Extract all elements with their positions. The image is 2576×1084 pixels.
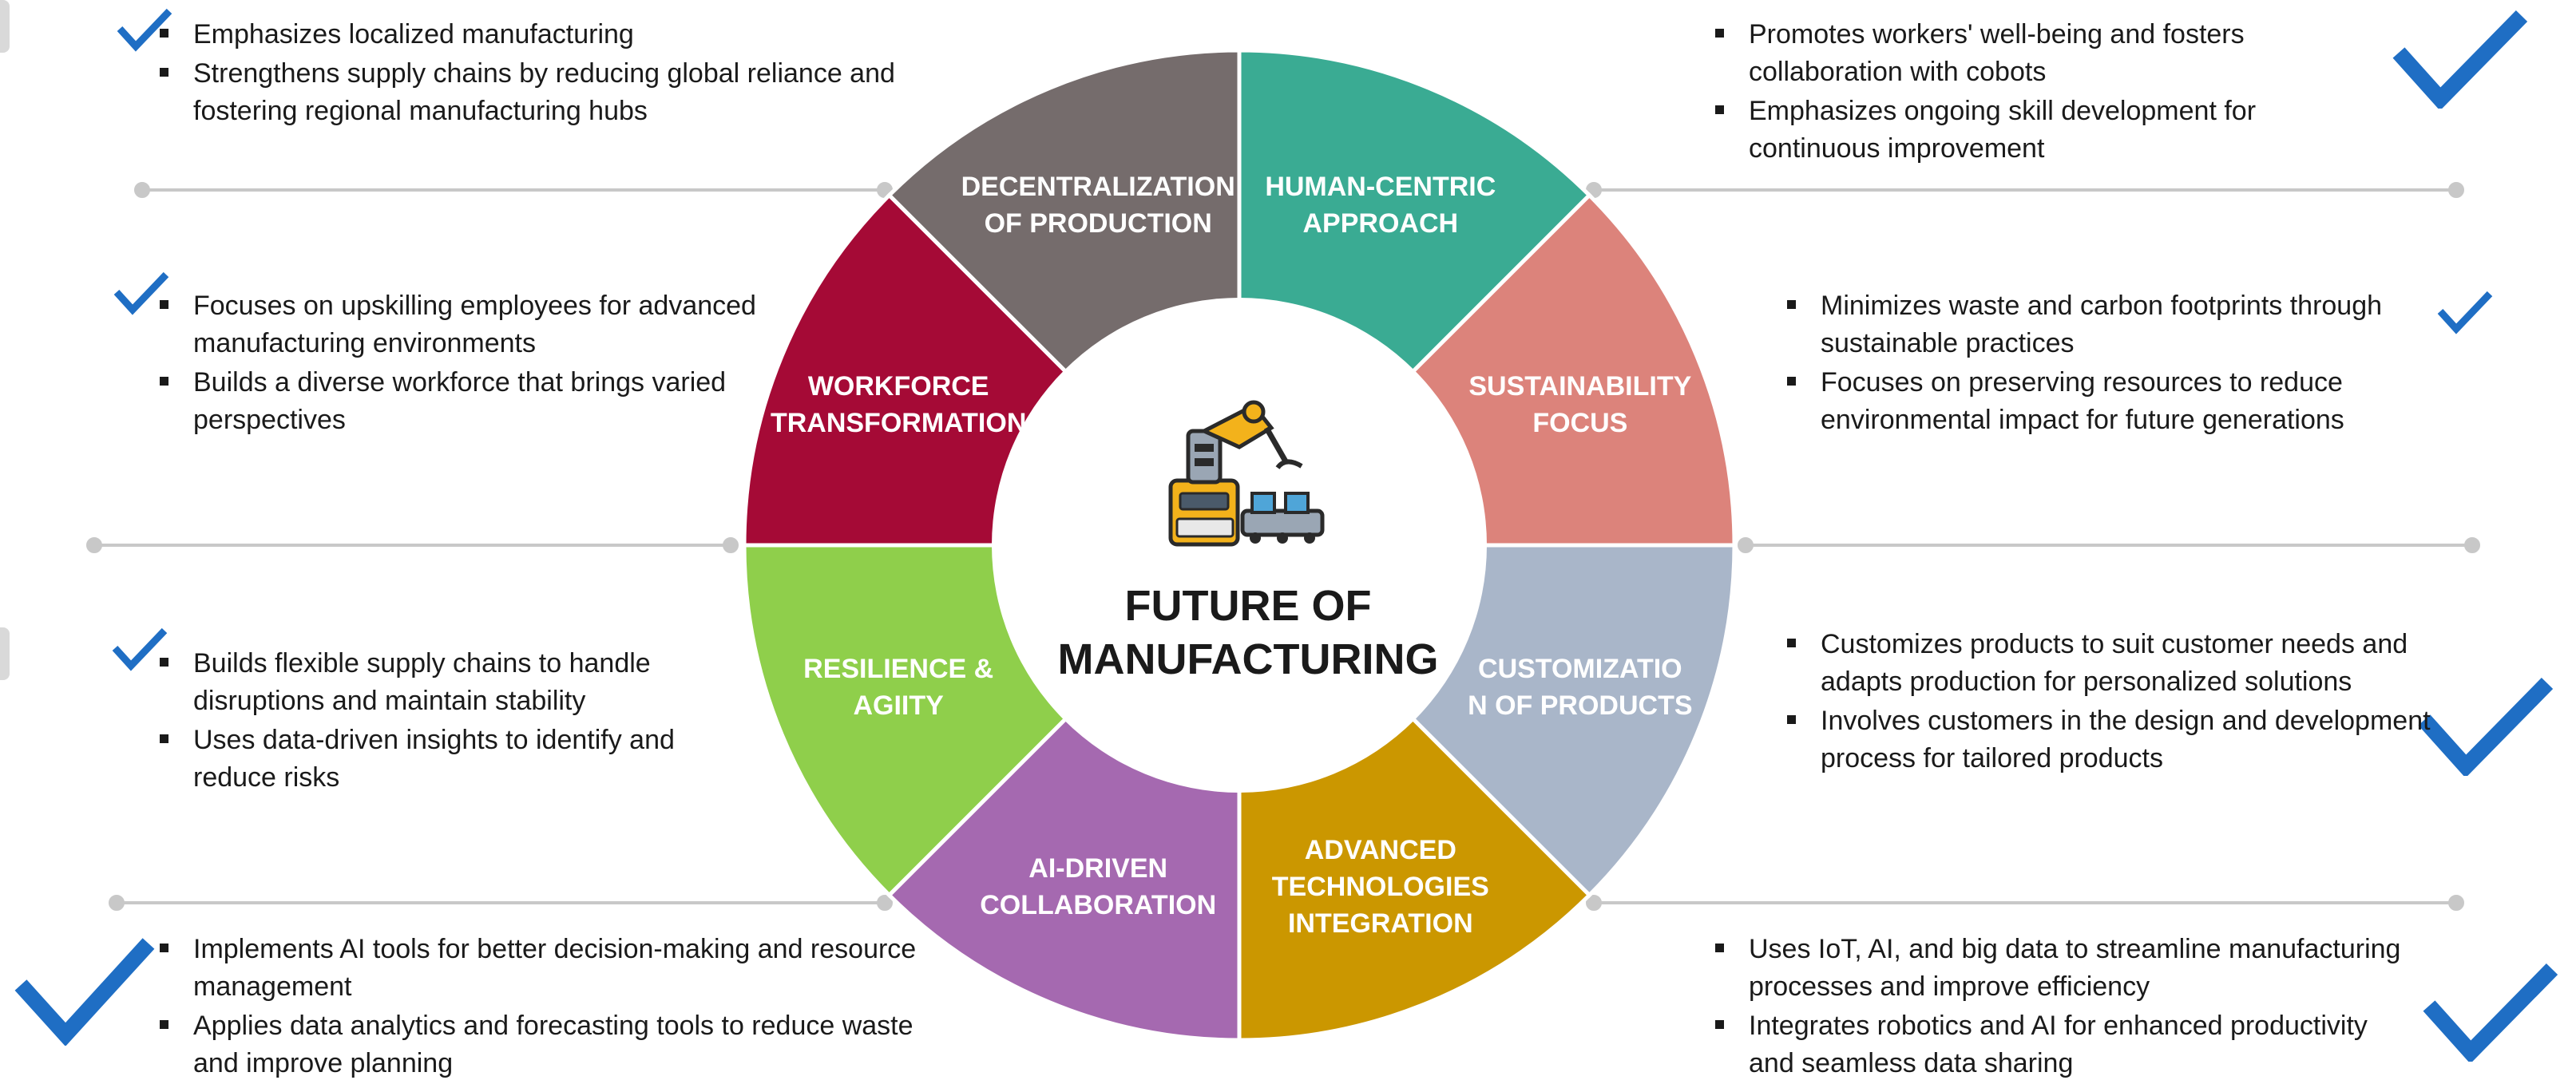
connector-dot <box>1586 182 1602 198</box>
connector-dot <box>134 182 150 198</box>
segment-label-advanced-tech: ADVANCED <box>1305 835 1456 865</box>
ai-collaboration-block: Implements AI tools for better decision-… <box>157 931 955 1084</box>
check-icon <box>112 627 168 672</box>
decentralization-block: Emphasizes localized manufacturing Stren… <box>157 16 955 132</box>
human-centric-block: Promotes workers' well-being and fosters… <box>1712 16 2367 169</box>
bullet-item: Customizes products to suit customer nee… <box>1784 626 2463 701</box>
segment-label-resilience: AGIITY <box>853 690 944 721</box>
segment-label-ai-collab: AI-DRIVEN <box>1028 853 1167 884</box>
center-title-line2: MANUFACTURING <box>1058 635 1439 683</box>
segment-label-decentralization: OF PRODUCTION <box>985 208 1212 239</box>
left-edge-tab-top <box>0 0 10 53</box>
segment-label-decentralization: DECENTRALIZATION <box>961 172 1235 202</box>
bullet-item: Strengthens supply chains by reducing gl… <box>157 55 955 130</box>
bullet-item: Focuses on preserving resources to reduc… <box>1784 364 2455 439</box>
connector-dot <box>1738 537 1754 553</box>
connector-dot <box>109 895 125 911</box>
connector-dot <box>86 537 102 553</box>
segment-label-sustainability: SUSTAINABILITY <box>1468 371 1691 402</box>
connector-dot <box>2464 537 2480 553</box>
segment-label-sustainability: FOCUS <box>1532 408 1627 438</box>
segment-labels-layer: DECENTRALIZATION OF PRODUCTION HUMAN-CENTR… <box>771 172 1693 939</box>
connector-dot <box>1586 895 1602 911</box>
segment-label-workforce: TRANSFORMATION <box>771 408 1026 438</box>
check-icon <box>14 937 155 1046</box>
bullet-item: Builds a diverse workforce that brings v… <box>157 364 763 439</box>
segment-label-ai-collab: COLLABORATION <box>980 890 1216 920</box>
connector-dot <box>877 895 893 911</box>
segment-label-customization: CUSTOMIZATIO <box>1478 654 1682 684</box>
segment-label-customization: N OF PRODUCTS <box>1468 690 1692 721</box>
segment-label-advanced-tech: TECHNOLOGIES <box>1272 872 1489 902</box>
resilience-block: Builds flexible supply chains to handle … <box>157 645 763 798</box>
check-icon <box>117 8 172 53</box>
bullet-item: Uses data-driven insights to identify an… <box>157 722 763 797</box>
bullet-item: Promotes workers' well-being and fosters… <box>1712 16 2367 91</box>
check-icon <box>113 271 169 316</box>
segment-label-workforce: WORKFORCE <box>808 371 989 402</box>
check-icon <box>2392 10 2528 109</box>
center-title-line1: FUTURE OF <box>1125 582 1372 630</box>
wheel-center-disc <box>992 298 1487 793</box>
check-icon <box>2418 677 2554 776</box>
bullet-item: Emphasizes ongoing skill development for… <box>1712 93 2367 168</box>
sustainability-block: Minimizes waste and carbon footprints th… <box>1784 287 2455 441</box>
segment-label-advanced-tech: INTEGRATION <box>1288 908 1473 939</box>
bullet-item: Focuses on upskilling employees for adva… <box>157 287 763 362</box>
connector-dot <box>877 182 893 198</box>
connector-dot <box>2448 182 2464 198</box>
left-edge-tab-middle <box>0 627 10 680</box>
workforce-block: Focuses on upskilling employees for adva… <box>157 287 763 441</box>
connector-lines <box>86 182 2480 911</box>
bullet-item: Emphasizes localized manufacturing <box>157 16 955 53</box>
customization-block: Customizes products to suit customer nee… <box>1784 626 2463 779</box>
advanced-tech-block: Uses IoT, AI, and big data to streamline… <box>1712 931 2415 1084</box>
bullet-item: Applies data analytics and forecasting t… <box>157 1007 955 1082</box>
segment-label-human-centric: HUMAN-CENTRIC <box>1265 172 1496 202</box>
bullet-item: Uses IoT, AI, and big data to streamline… <box>1712 931 2415 1006</box>
connector-dot <box>723 537 739 553</box>
check-icon <box>2423 963 2558 1062</box>
robotic-arm-icon <box>1168 400 1325 547</box>
segment-label-resilience: RESILIENCE & <box>803 654 993 684</box>
check-icon <box>2437 291 2493 335</box>
bullet-item: Implements AI tools for better decision-… <box>157 931 955 1006</box>
bullet-item: Minimizes waste and carbon footprints th… <box>1784 287 2455 362</box>
bullet-item: Builds flexible supply chains to handle … <box>157 645 763 720</box>
connector-dot <box>2448 895 2464 911</box>
bullet-item: Integrates robotics and AI for enhanced … <box>1712 1007 2415 1082</box>
segment-label-human-centric: APPROACH <box>1303 208 1459 239</box>
bullet-item: Involves customers in the design and dev… <box>1784 702 2463 777</box>
